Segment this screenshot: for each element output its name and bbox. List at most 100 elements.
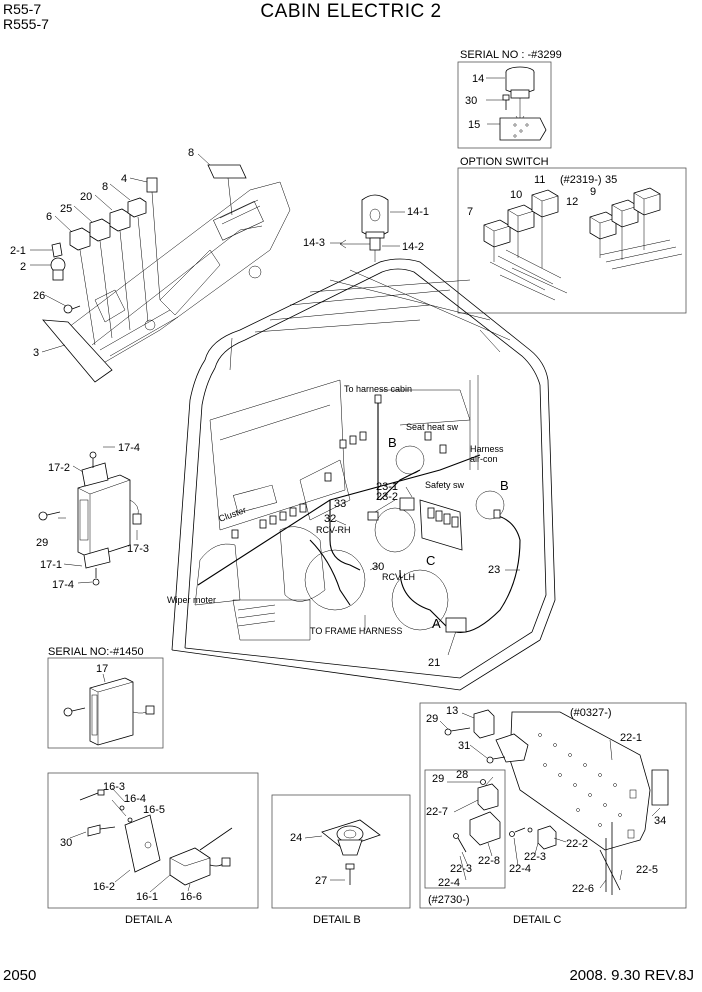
part-number-17: 17 — [96, 663, 108, 675]
part-number-22-3-inner: 22-3 — [450, 863, 472, 875]
part-number-26: 26 — [33, 290, 45, 302]
annotation-safety-sw: Safety sw — [425, 480, 465, 490]
part-number-21: 21 — [428, 657, 440, 669]
detail-c-caption: DETAIL C — [513, 914, 561, 926]
rocker-switch-11 — [531, 189, 559, 218]
part-number-28: 28 — [456, 769, 468, 781]
option-serial-label: (#2319-) — [560, 174, 602, 186]
part-number-23: 23 — [488, 564, 500, 576]
detail-marker-a: A — [432, 616, 441, 631]
part-number-17-2: 17-2 — [48, 462, 70, 474]
part-number-22-5: 22-5 — [636, 864, 658, 876]
detail-marker-b-left: B — [388, 435, 397, 450]
part-number-22-2: 22-2 — [566, 838, 588, 850]
cabin-frame — [171, 258, 556, 691]
part-number-10: 10 — [510, 189, 522, 201]
part-number-22-7: 22-7 — [426, 806, 448, 818]
part-number-8-top: 8 — [188, 147, 194, 159]
part-number-33: 33 — [334, 498, 346, 510]
part-number-14: 14 — [472, 73, 484, 85]
detail-c-serial-0327: (#0327-) — [570, 707, 612, 719]
annotation-to-frame-harness: TO FRAME HARNESS — [310, 626, 402, 636]
part-number-14-3: 14-3 — [303, 237, 325, 249]
part-number-14-2: 14-2 — [402, 241, 424, 253]
option-switch-panel: OPTION SWITCH (#2319-) — [457, 156, 687, 314]
annotation-rcv-lh: RCV-LH — [382, 572, 415, 582]
annotation-rcv-rh: RCV-RH — [316, 525, 351, 535]
annotation-harness: Harness — [470, 444, 504, 454]
part-number-22-6: 22-6 — [572, 883, 594, 895]
part-number-17-1: 17-1 — [40, 559, 62, 571]
cabin-harness — [197, 394, 521, 656]
page-title: CABIN ELECTRIC 2 — [260, 1, 442, 22]
revision-date: 2008. 9.30 REV.8J — [569, 967, 694, 984]
part-number-7: 7 — [467, 206, 473, 218]
serial-1450-panel: SERIAL NO:-#1450 — [47, 646, 164, 749]
part-number-16-1: 16-1 — [136, 891, 158, 903]
part-number-3: 3 — [33, 347, 39, 359]
beacon-lamp — [330, 194, 405, 262]
part-number-16-2: 16-2 — [93, 881, 115, 893]
annotation-to-harness-cabin: To harness cabin — [344, 384, 412, 394]
part-number-17-4-top: 17-4 — [118, 442, 140, 454]
part-number-24: 24 — [290, 832, 302, 844]
part-number-27: 27 — [315, 875, 327, 887]
part-number-23-1: 23-1 — [376, 481, 398, 493]
switch-console — [30, 153, 291, 383]
model-label-r55: R55-7 — [3, 1, 42, 17]
part-number-30-mid: 30 — [372, 561, 384, 573]
part-number-20: 20 — [80, 191, 92, 203]
part-number-22-4: 22-4 — [509, 863, 531, 875]
part-number-35: 35 — [605, 174, 617, 186]
part-number-16-3: 16-3 — [103, 781, 125, 793]
detail-marker-b-right: B — [500, 478, 509, 493]
rocker-switch-9 — [611, 199, 639, 228]
part-number-23-2: 23-2 — [376, 491, 398, 503]
part-number-25: 25 — [60, 203, 72, 215]
part-number-22-3: 22-3 — [524, 851, 546, 863]
serial-3299-panel: SERIAL NO : -#3299 — [457, 49, 562, 149]
part-number-2-1: 2-1 — [10, 245, 26, 257]
part-number-22-8: 22-8 — [478, 855, 500, 867]
detail-b-caption: DETAIL B — [313, 914, 361, 926]
annotation-aircon: air-con — [470, 454, 498, 464]
part-number-30: 30 — [465, 95, 477, 107]
part-number-16-5: 16-5 — [143, 804, 165, 816]
detail-a-caption: DETAIL A — [125, 914, 173, 926]
detail-c-serial-2730: (#2730-) — [428, 894, 470, 906]
part-number-16-4: 16-4 — [124, 793, 146, 805]
part-number-30-detail-a: 30 — [60, 837, 72, 849]
part-number-9: 9 — [590, 186, 596, 198]
part-number-17-4-bottom: 17-4 — [52, 579, 74, 591]
part-number-31: 31 — [458, 740, 470, 752]
model-label-r555: R555-7 — [3, 16, 49, 32]
part-number-32: 32 — [324, 513, 336, 525]
detail-a-panel — [47, 772, 259, 909]
part-number-17-3: 17-3 — [127, 543, 149, 555]
detail-marker-c: C — [426, 553, 435, 568]
serial-3299-label: SERIAL NO : -#3299 — [460, 49, 562, 61]
part-number-14-1: 14-1 — [407, 206, 429, 218]
part-number-22-4-inner: 22-4 — [438, 877, 460, 889]
annotation-wiper-motor: Wiper moter — [167, 595, 216, 605]
rocker-switch-10 — [507, 204, 535, 233]
controller-unit — [38, 446, 142, 586]
part-number-6: 6 — [46, 211, 52, 223]
part-number-4: 4 — [121, 173, 127, 185]
page-number: 2050 — [3, 967, 37, 984]
option-switch-label: OPTION SWITCH — [460, 156, 549, 168]
part-number-16-6: 16-6 — [180, 891, 202, 903]
rocker-switch-7 — [483, 219, 511, 248]
annotation-cluster: Cluster — [217, 505, 247, 524]
part-number-12: 12 — [566, 196, 578, 208]
part-number-8: 8 — [102, 181, 108, 193]
part-number-2: 2 — [20, 261, 26, 273]
part-number-11: 11 — [534, 174, 545, 186]
part-number-29: 29 — [36, 537, 48, 549]
detail-b-panel — [271, 794, 411, 909]
annotation-seat-heat-sw: Seat heat sw — [406, 422, 459, 432]
rocker-switch-12 — [589, 211, 617, 240]
part-number-15: 15 — [468, 119, 480, 131]
part-number-13: 13 — [446, 705, 458, 717]
